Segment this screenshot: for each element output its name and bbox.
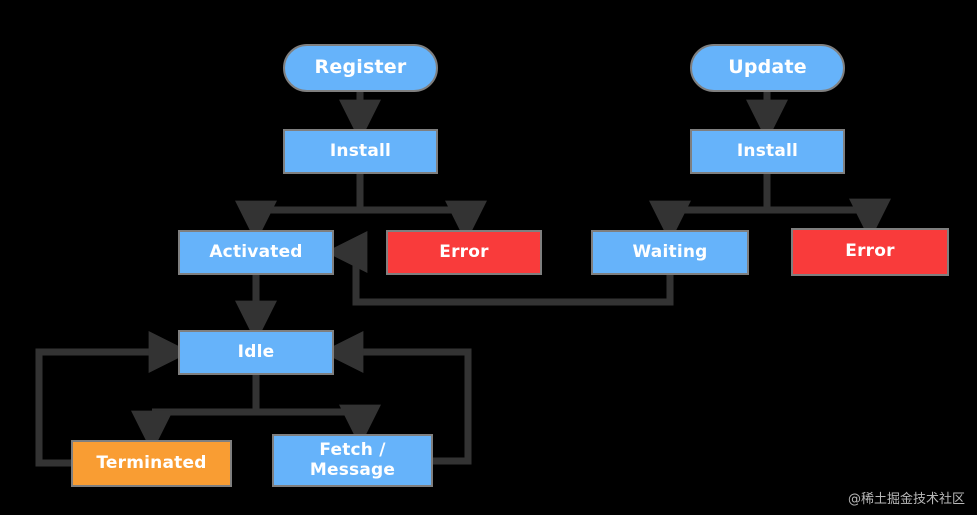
node-register-label: Register	[314, 56, 407, 79]
node-update-label: Update	[728, 56, 807, 79]
node-fetch-message-line-2: Message	[309, 459, 396, 480]
node-update[interactable]: Update	[690, 44, 845, 92]
edge-terminated-idle	[35, 331, 191, 467]
node-fetch-message-line-1: Fetch /	[319, 440, 386, 461]
node-activated-label: Activated	[209, 241, 303, 262]
edge-waiting-activated	[325, 231, 674, 306]
node-idle[interactable]: Idle	[178, 330, 334, 375]
node-terminated[interactable]: Terminated	[71, 440, 232, 487]
node-idle-label: Idle	[237, 341, 275, 362]
node-waiting[interactable]: Waiting	[591, 230, 749, 275]
node-error-left[interactable]: Error	[386, 230, 542, 275]
node-install-right-label: Install	[736, 140, 799, 161]
node-error-right-label: Error	[845, 241, 895, 262]
node-install-left-label: Install	[329, 140, 392, 161]
node-activated[interactable]: Activated	[178, 230, 334, 275]
node-register[interactable]: Register	[283, 44, 438, 92]
node-install-left[interactable]: Install	[283, 129, 438, 174]
node-waiting-label: Waiting	[632, 241, 708, 262]
node-fetch-message[interactable]: Fetch / Message	[272, 434, 433, 487]
node-terminated-label: Terminated	[96, 452, 207, 473]
edge-fetch-idle	[321, 331, 472, 465]
node-error-left-label: Error	[439, 241, 489, 262]
node-error-right[interactable]: Error	[791, 228, 949, 276]
node-install-right[interactable]: Install	[690, 129, 845, 174]
watermark: @稀土掘金技术社区	[847, 492, 965, 507]
